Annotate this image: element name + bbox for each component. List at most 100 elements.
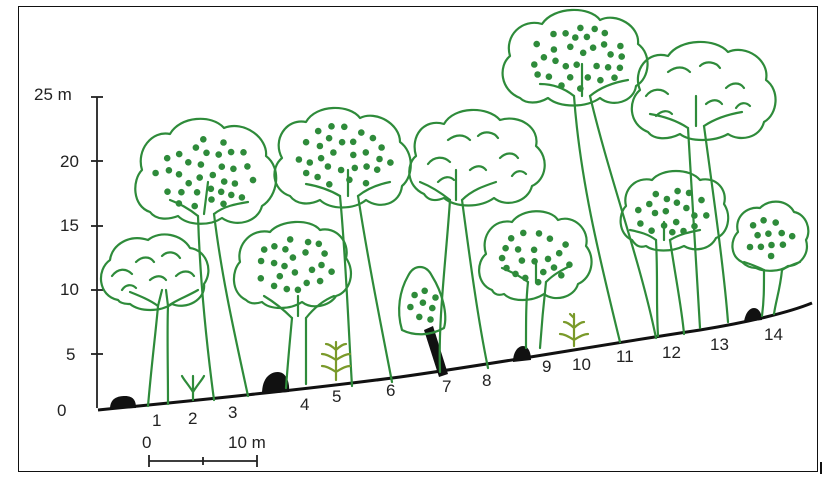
foliage-dot bbox=[577, 85, 584, 92]
foliage-dot bbox=[602, 30, 609, 37]
foliage-dot bbox=[228, 149, 235, 156]
foliage-dot bbox=[193, 144, 200, 151]
foliage-dot bbox=[663, 208, 670, 215]
foliage-dot bbox=[411, 292, 418, 299]
foliage-dot bbox=[691, 212, 698, 219]
foliage-dot bbox=[363, 180, 370, 187]
tree-4 bbox=[234, 222, 351, 388]
foliage-dot bbox=[515, 246, 522, 253]
foliage-dot bbox=[176, 200, 183, 207]
foliage-dot bbox=[176, 151, 183, 158]
foliage-dot bbox=[228, 192, 235, 199]
foliage-dot bbox=[531, 61, 538, 68]
foliage-dot bbox=[339, 139, 346, 146]
foliage-dot bbox=[330, 149, 337, 156]
foliage-dot bbox=[220, 139, 227, 146]
foliage-dot bbox=[230, 166, 237, 173]
foliage-dot bbox=[502, 245, 509, 252]
foliage-dot bbox=[683, 205, 690, 212]
foliage-dot bbox=[573, 61, 580, 68]
foliage-dot bbox=[673, 219, 680, 226]
foliage-dot bbox=[533, 41, 540, 48]
foliage-dot bbox=[760, 217, 767, 224]
foliage-dot bbox=[303, 280, 310, 287]
foliage-dot bbox=[567, 44, 574, 51]
foliage-dot bbox=[432, 294, 439, 301]
foliage-dot bbox=[508, 235, 515, 242]
stump-4 bbox=[262, 372, 289, 394]
foliage-dot bbox=[648, 227, 655, 234]
foliage-dot bbox=[318, 262, 325, 269]
foliage-dot bbox=[387, 159, 394, 166]
foliage-dot bbox=[778, 230, 785, 237]
foliage-dot bbox=[239, 194, 246, 201]
foliage-dot bbox=[287, 236, 294, 243]
foliage-dot bbox=[540, 269, 547, 276]
foliage-dot bbox=[772, 219, 779, 226]
foliage-dot bbox=[591, 26, 598, 33]
sapling-2 bbox=[182, 376, 204, 400]
foliage-dot bbox=[378, 144, 385, 151]
plant-label-5: 5 bbox=[332, 387, 341, 406]
foliage-dot bbox=[244, 163, 251, 170]
foliage-dot bbox=[686, 190, 693, 197]
foliage-dot bbox=[363, 163, 370, 170]
foliage-dot bbox=[674, 199, 681, 206]
foliage-dot bbox=[178, 189, 185, 196]
foliage-dot bbox=[376, 156, 383, 163]
foliage-dot bbox=[258, 258, 265, 265]
foliage-dot bbox=[164, 155, 171, 162]
foliage-dot bbox=[185, 159, 192, 166]
foliage-dot bbox=[566, 261, 573, 268]
foliage-dot bbox=[328, 123, 335, 130]
foliage-dot bbox=[429, 305, 436, 312]
foliage-dot bbox=[363, 149, 370, 156]
foliage-dot bbox=[176, 171, 183, 178]
foliage-dot bbox=[590, 44, 597, 51]
foliage-dot bbox=[421, 288, 428, 295]
plant-label-14: 14 bbox=[764, 325, 783, 344]
foliage-dot bbox=[250, 177, 257, 184]
foliage-dot bbox=[691, 223, 698, 230]
foliage-dot bbox=[374, 166, 381, 173]
foliage-dot bbox=[309, 267, 316, 274]
foliage-dot bbox=[558, 82, 565, 89]
plant-label-4: 4 bbox=[300, 395, 309, 414]
foliage-dot bbox=[316, 241, 323, 248]
foliage-dot bbox=[203, 150, 210, 157]
foliage-dot bbox=[653, 191, 660, 198]
tick-label-15: 15 bbox=[60, 216, 79, 235]
foliage-dot bbox=[326, 181, 333, 188]
foliage-dot bbox=[605, 64, 612, 71]
foliage-dot bbox=[352, 165, 359, 172]
foliage-dot bbox=[577, 25, 584, 32]
plant-label-9: 9 bbox=[542, 357, 551, 376]
foliage-dot bbox=[680, 228, 687, 235]
foliage-dot bbox=[556, 250, 563, 257]
foliage-dot bbox=[370, 135, 377, 142]
foliage-dot bbox=[328, 268, 335, 275]
foliage-dot bbox=[519, 257, 526, 264]
plant-label-2: 2 bbox=[188, 409, 197, 428]
tree-13 bbox=[632, 42, 776, 328]
foliage-dot bbox=[758, 244, 765, 251]
foliage-dot bbox=[617, 65, 624, 72]
foliage-dot bbox=[607, 51, 614, 58]
foliage-dot bbox=[520, 230, 527, 237]
foliage-dot bbox=[427, 316, 434, 323]
foliage-dot bbox=[350, 152, 357, 159]
tick-label-10: 10 bbox=[60, 280, 79, 299]
foliage-dot bbox=[552, 58, 559, 65]
foliage-dot bbox=[503, 265, 510, 272]
foliage-dot bbox=[558, 272, 565, 279]
foliage-dot bbox=[358, 129, 365, 136]
foliage-dot bbox=[200, 136, 207, 143]
plant-label-12: 12 bbox=[662, 343, 681, 362]
foliage-dot bbox=[499, 255, 506, 262]
plant-label-7: 7 bbox=[442, 377, 451, 396]
foliage-dot bbox=[541, 54, 548, 61]
foliage-dot bbox=[307, 159, 314, 166]
plant-label-10: 10 bbox=[572, 355, 591, 374]
foliage-dot bbox=[584, 34, 591, 41]
